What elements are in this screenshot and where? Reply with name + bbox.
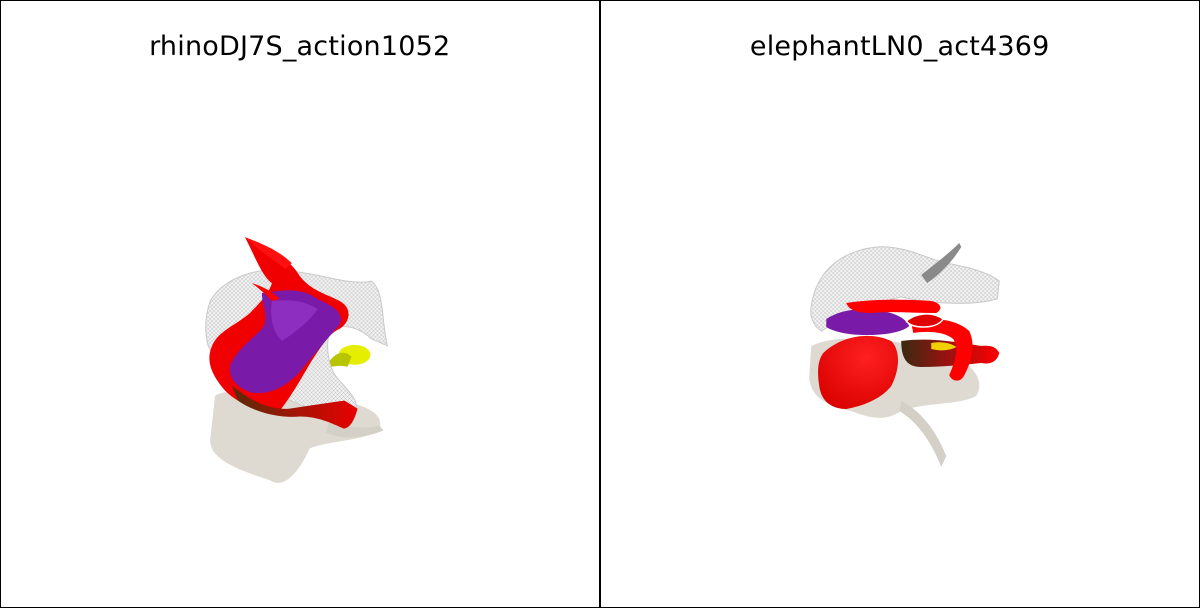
panel-elephant: elephantLN0_act4369 (601, 1, 1200, 607)
purple-surface (825, 309, 909, 335)
panel-rhino: rhinoDJ7S_action1052 (1, 1, 601, 607)
yellow-stem (329, 352, 352, 367)
dark-underside (232, 385, 358, 429)
panel-title-elephant: elephantLN0_act4369 (749, 31, 1050, 62)
rhino-render (205, 237, 389, 483)
red-ring (910, 319, 973, 381)
purple-highlight (271, 300, 318, 341)
yellow-patch (930, 342, 956, 351)
red-back (845, 299, 940, 313)
tusk (920, 243, 961, 283)
trunk (900, 339, 999, 367)
purple-surface (229, 290, 341, 394)
elephant-render (808, 243, 1000, 467)
ground-shadow-trunk (898, 401, 946, 467)
horn-tip (244, 237, 292, 270)
red-ear (817, 335, 898, 409)
horn-spike (251, 283, 280, 302)
red-loop (904, 313, 944, 328)
panel-title-rhino: rhinoDJ7S_action1052 (149, 31, 451, 62)
